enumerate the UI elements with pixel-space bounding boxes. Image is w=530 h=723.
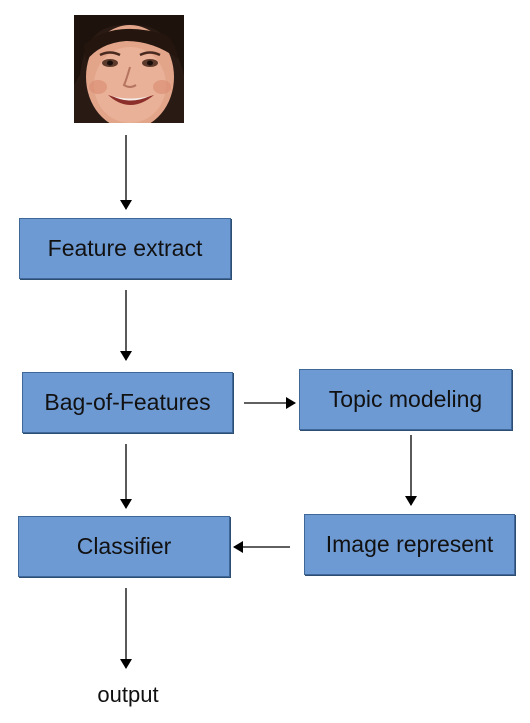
output-label: output [97, 682, 159, 707]
classifier-label: Classifier [76, 533, 172, 559]
topic-modeling-box: Topic modeling [299, 369, 512, 430]
image-represent-box: Image represent [304, 514, 515, 575]
classifier-box: Classifier [18, 516, 230, 577]
image-represent-label: Image represent [325, 531, 494, 557]
face-input-image [74, 15, 184, 123]
feature-extract-box: Feature extract [19, 218, 231, 279]
bag-of-features-box: Bag-of-Features [22, 372, 233, 433]
feature-extract-label: Feature extract [47, 235, 203, 261]
bag-of-features-label: Bag-of-Features [44, 389, 211, 415]
topic-modeling-label: Topic modeling [328, 386, 483, 412]
